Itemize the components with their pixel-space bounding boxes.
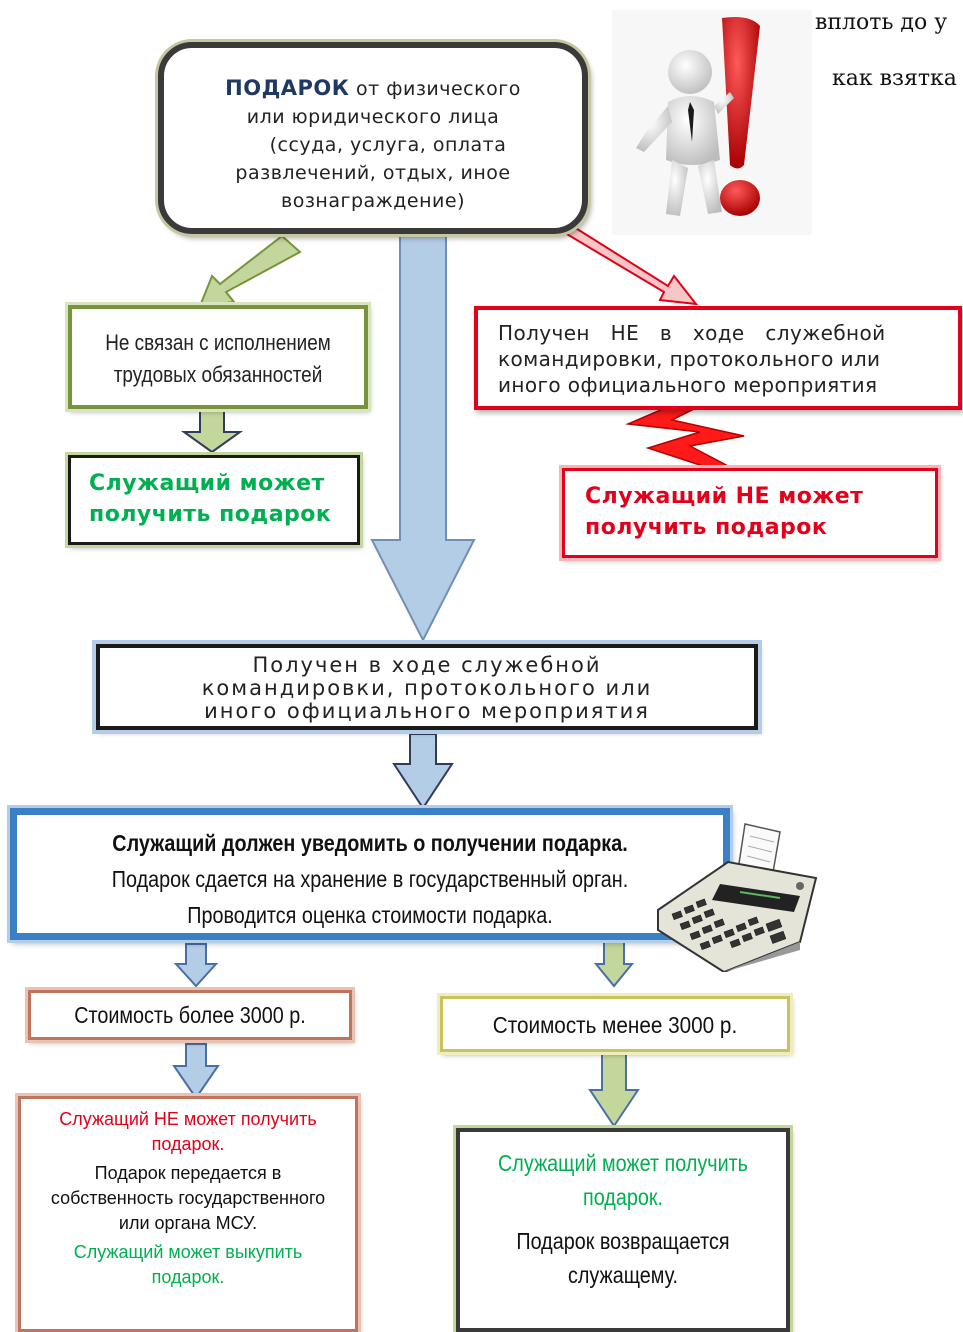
official-event-box: Получен в ходе служебной командировки, п… bbox=[96, 644, 758, 730]
header-fragment-2: как взятка bbox=[832, 66, 957, 91]
gift-line-2: или юридического лица bbox=[246, 106, 500, 128]
can-receive-line-2: получить подарок bbox=[89, 502, 332, 527]
not-official-line-1: Получен НЕ в ходе служебной bbox=[498, 321, 886, 345]
cost-less-result-line-3: Подарок возвращается bbox=[516, 1228, 730, 1254]
gift-title-bold: ПОДАРОК bbox=[225, 76, 350, 100]
cannot-receive-line-1: Служащий НЕ может bbox=[585, 484, 864, 509]
not-related-duties-box: Не связан с исполнением трудовых обязанн… bbox=[68, 305, 368, 409]
can-receive-line-1: Служащий может bbox=[89, 471, 325, 496]
cost-less-result-line-2: подарок. bbox=[583, 1184, 663, 1210]
cost-more-result-line-3: Подарок передается в bbox=[94, 1163, 282, 1183]
cost-more-result-line-7: подарок. bbox=[151, 1267, 225, 1287]
cost-more-result-line-5: или органа МСУ. bbox=[118, 1213, 258, 1233]
cost-more-box: Стоимость более 3000 р. bbox=[28, 990, 352, 1040]
gift-line-4: развлечений, отдых, иное bbox=[235, 162, 511, 184]
cost-more-result-line-2: подарок. bbox=[151, 1134, 225, 1154]
gift-title-rest: от физического bbox=[349, 78, 521, 100]
cost-more-label: Стоимость более 3000 р. bbox=[74, 1002, 306, 1028]
cost-less-result-line-1: Служащий может получить bbox=[498, 1150, 748, 1176]
cost-less-label: Стоимость менее 3000 р. bbox=[492, 1012, 738, 1038]
gift-line-5: вознаграждение) bbox=[281, 190, 465, 212]
not-related-line-2: трудовых обязанностей bbox=[113, 362, 323, 387]
notify-line-2: Подарок сдается на хранение в государств… bbox=[111, 866, 629, 892]
calculator-icon bbox=[650, 822, 820, 974]
official-line-1: Получен в ходе служебной bbox=[252, 653, 602, 677]
gift-line-3: (ссуда, услуга, оплата bbox=[269, 134, 507, 156]
not-official-event-box: Получен НЕ в ходе служебной командировки… bbox=[474, 306, 962, 410]
header-fragment-1: вплоть до у bbox=[815, 10, 948, 35]
official-line-2: командировки, протокольного или bbox=[201, 676, 653, 700]
notify-line-3: Проводится оценка стоимости подарка. bbox=[187, 902, 553, 928]
can-receive-gift-box: Служащий может получить подарок bbox=[68, 455, 360, 545]
cost-more-result-box: Служащий НЕ может получить подарок. Пода… bbox=[18, 1096, 358, 1332]
gift-source-box: ПОДАРОК от физического или юридического … bbox=[158, 42, 588, 234]
cost-more-result-line-1: Служащий НЕ может получить bbox=[59, 1109, 317, 1129]
cost-less-box: Стоимость менее 3000 р. bbox=[440, 996, 790, 1052]
notify-box: Служащий должен уведомить о получении по… bbox=[10, 808, 730, 940]
cost-more-result-line-4: собственность государственного bbox=[50, 1188, 326, 1208]
cost-more-result-line-6: Служащий может выкупить bbox=[73, 1242, 303, 1262]
official-line-3: иного официального мероприятия bbox=[204, 699, 650, 723]
cost-less-result-line-4: служащему. bbox=[567, 1262, 679, 1288]
person-with-exclamation-icon bbox=[612, 10, 812, 235]
cannot-receive-gift-box: Служащий НЕ может получить подарок bbox=[562, 468, 938, 558]
cannot-receive-line-2: получить подарок bbox=[585, 515, 828, 540]
not-related-line-1: Не связан с исполнением bbox=[105, 330, 331, 355]
not-official-line-2: командировки, протокольного или bbox=[498, 347, 881, 371]
not-official-line-3: иного официального мероприятия bbox=[498, 373, 878, 397]
cost-less-result-box: Служащий может получить подарок. Подарок… bbox=[456, 1128, 790, 1332]
notify-line-1: Служащий должен уведомить о получении по… bbox=[112, 830, 628, 856]
